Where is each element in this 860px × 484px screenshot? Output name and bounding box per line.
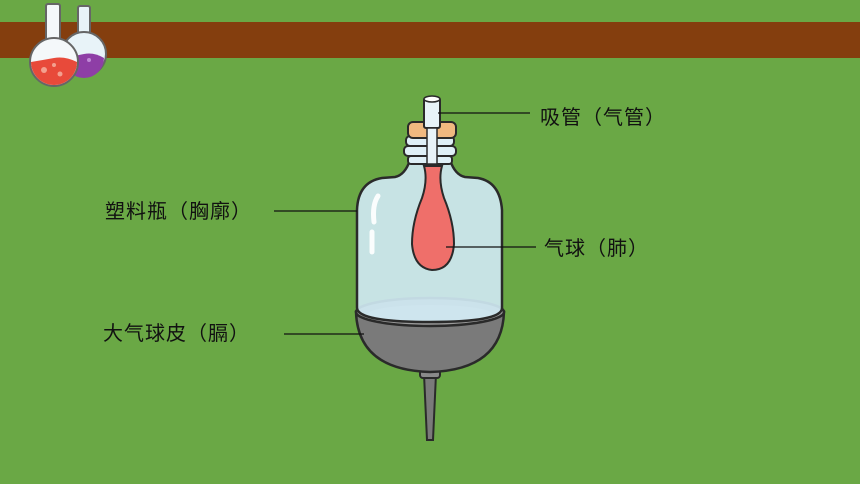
- label-bottle: 塑料瓶（胸廓）: [105, 199, 252, 223]
- label-balloon: 气球（肺）: [544, 236, 649, 260]
- label-straw: 吸管（气管）: [540, 105, 666, 129]
- straw: [423, 95, 441, 165]
- membrane-stem: [419, 365, 441, 441]
- flasks-logo: [29, 3, 107, 87]
- balloon: [410, 165, 456, 272]
- label-membrane: 大气球皮（膈）: [103, 321, 250, 345]
- flask-red-icon: [29, 3, 79, 87]
- header-band: [0, 22, 860, 58]
